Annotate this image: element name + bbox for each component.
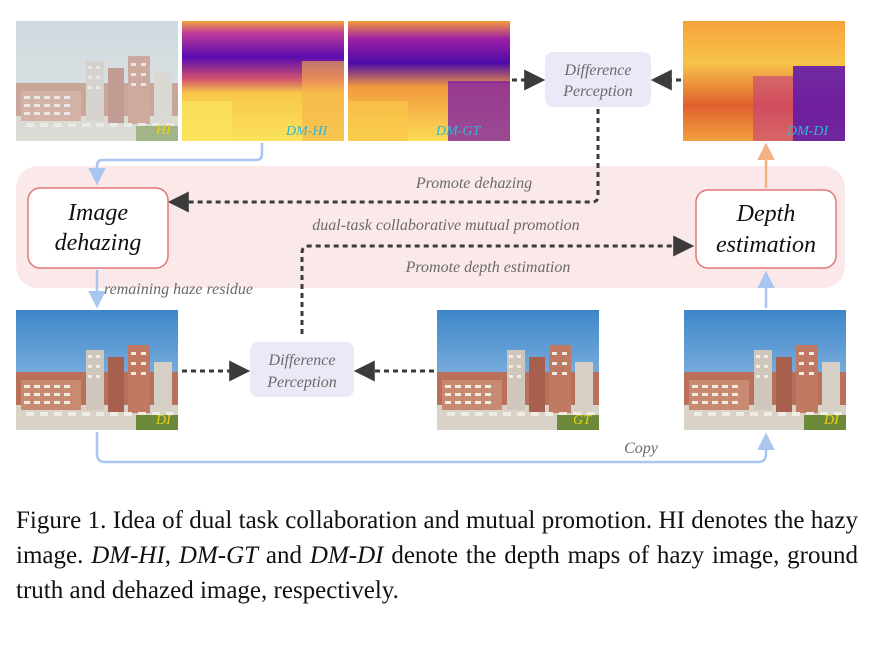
ground-truth-image: GT <box>437 310 599 430</box>
image-dehazing-line2: dehazing <box>55 230 142 256</box>
hi-tag: HI <box>155 123 172 138</box>
depth-estimation-line1: Depth <box>736 201 796 227</box>
dm-hi-tag: DM-HI <box>285 124 329 139</box>
caption-comma: , <box>164 542 179 569</box>
copy-label: Copy <box>624 440 659 457</box>
depth-map-hazy: DM-HI <box>182 21 344 141</box>
dm-gt-tag: DM-GT <box>435 124 482 139</box>
di-tag: DI <box>155 413 172 428</box>
caption-dm-gt: DM-GT <box>178 542 259 569</box>
arrow-promote-dehazing <box>167 109 600 213</box>
image-dehazing-line1: Image <box>67 200 128 226</box>
difference-top-line2: Perception <box>562 83 633 100</box>
depth-map-dehazed: DM-DI <box>683 21 845 141</box>
gt-tag: GT <box>573 413 592 428</box>
difference-perception-mid <box>250 342 354 397</box>
promote-depth-label: Promote depth estimation <box>405 259 571 276</box>
promote-dehazing-label: Promote dehazing <box>415 175 532 192</box>
caption-dm-hi: DM-HI <box>91 542 165 569</box>
arrow-hi-to-dehazing <box>88 143 264 186</box>
depth-estimation-box <box>695 189 837 269</box>
collaboration-panel <box>16 166 845 288</box>
depth-estimation-line2: estimation <box>716 232 816 258</box>
dual-task-label: dual-task collaborative mutual promotion <box>312 217 579 234</box>
remaining-haze-label: remaining haze residue <box>104 281 253 298</box>
dehazed-image-copy: DI <box>684 310 846 430</box>
hazy-image: HI <box>16 21 178 141</box>
difference-perception-top <box>545 52 651 107</box>
caption-part2: denote the depth maps of hazy image, gro… <box>16 542 858 604</box>
arrow-promote-depth <box>300 235 695 334</box>
caption-dm-di: DM-DI <box>309 542 384 569</box>
depth-map-gt: DM-GT <box>348 21 510 141</box>
di-copy-tag: DI <box>823 413 840 428</box>
difference-mid-line2: Perception <box>266 374 337 391</box>
caption-and: and <box>258 542 310 569</box>
dm-di-tag: DM-DI <box>786 124 830 139</box>
caption-part1: Figure 1. Idea of dual task collaboratio… <box>16 507 858 569</box>
image-dehazing-box <box>27 187 169 269</box>
figure-diagram: HI DM-HI DM-GT DM-DI Difference Percepti… <box>16 21 846 464</box>
figure-caption: Figure 1. Idea of dual task collaboratio… <box>16 503 858 608</box>
arrow-copy <box>95 432 775 464</box>
difference-mid-line1: Difference <box>268 352 336 369</box>
dehazed-image: DI <box>16 310 178 430</box>
difference-top-line1: Difference <box>564 62 632 79</box>
